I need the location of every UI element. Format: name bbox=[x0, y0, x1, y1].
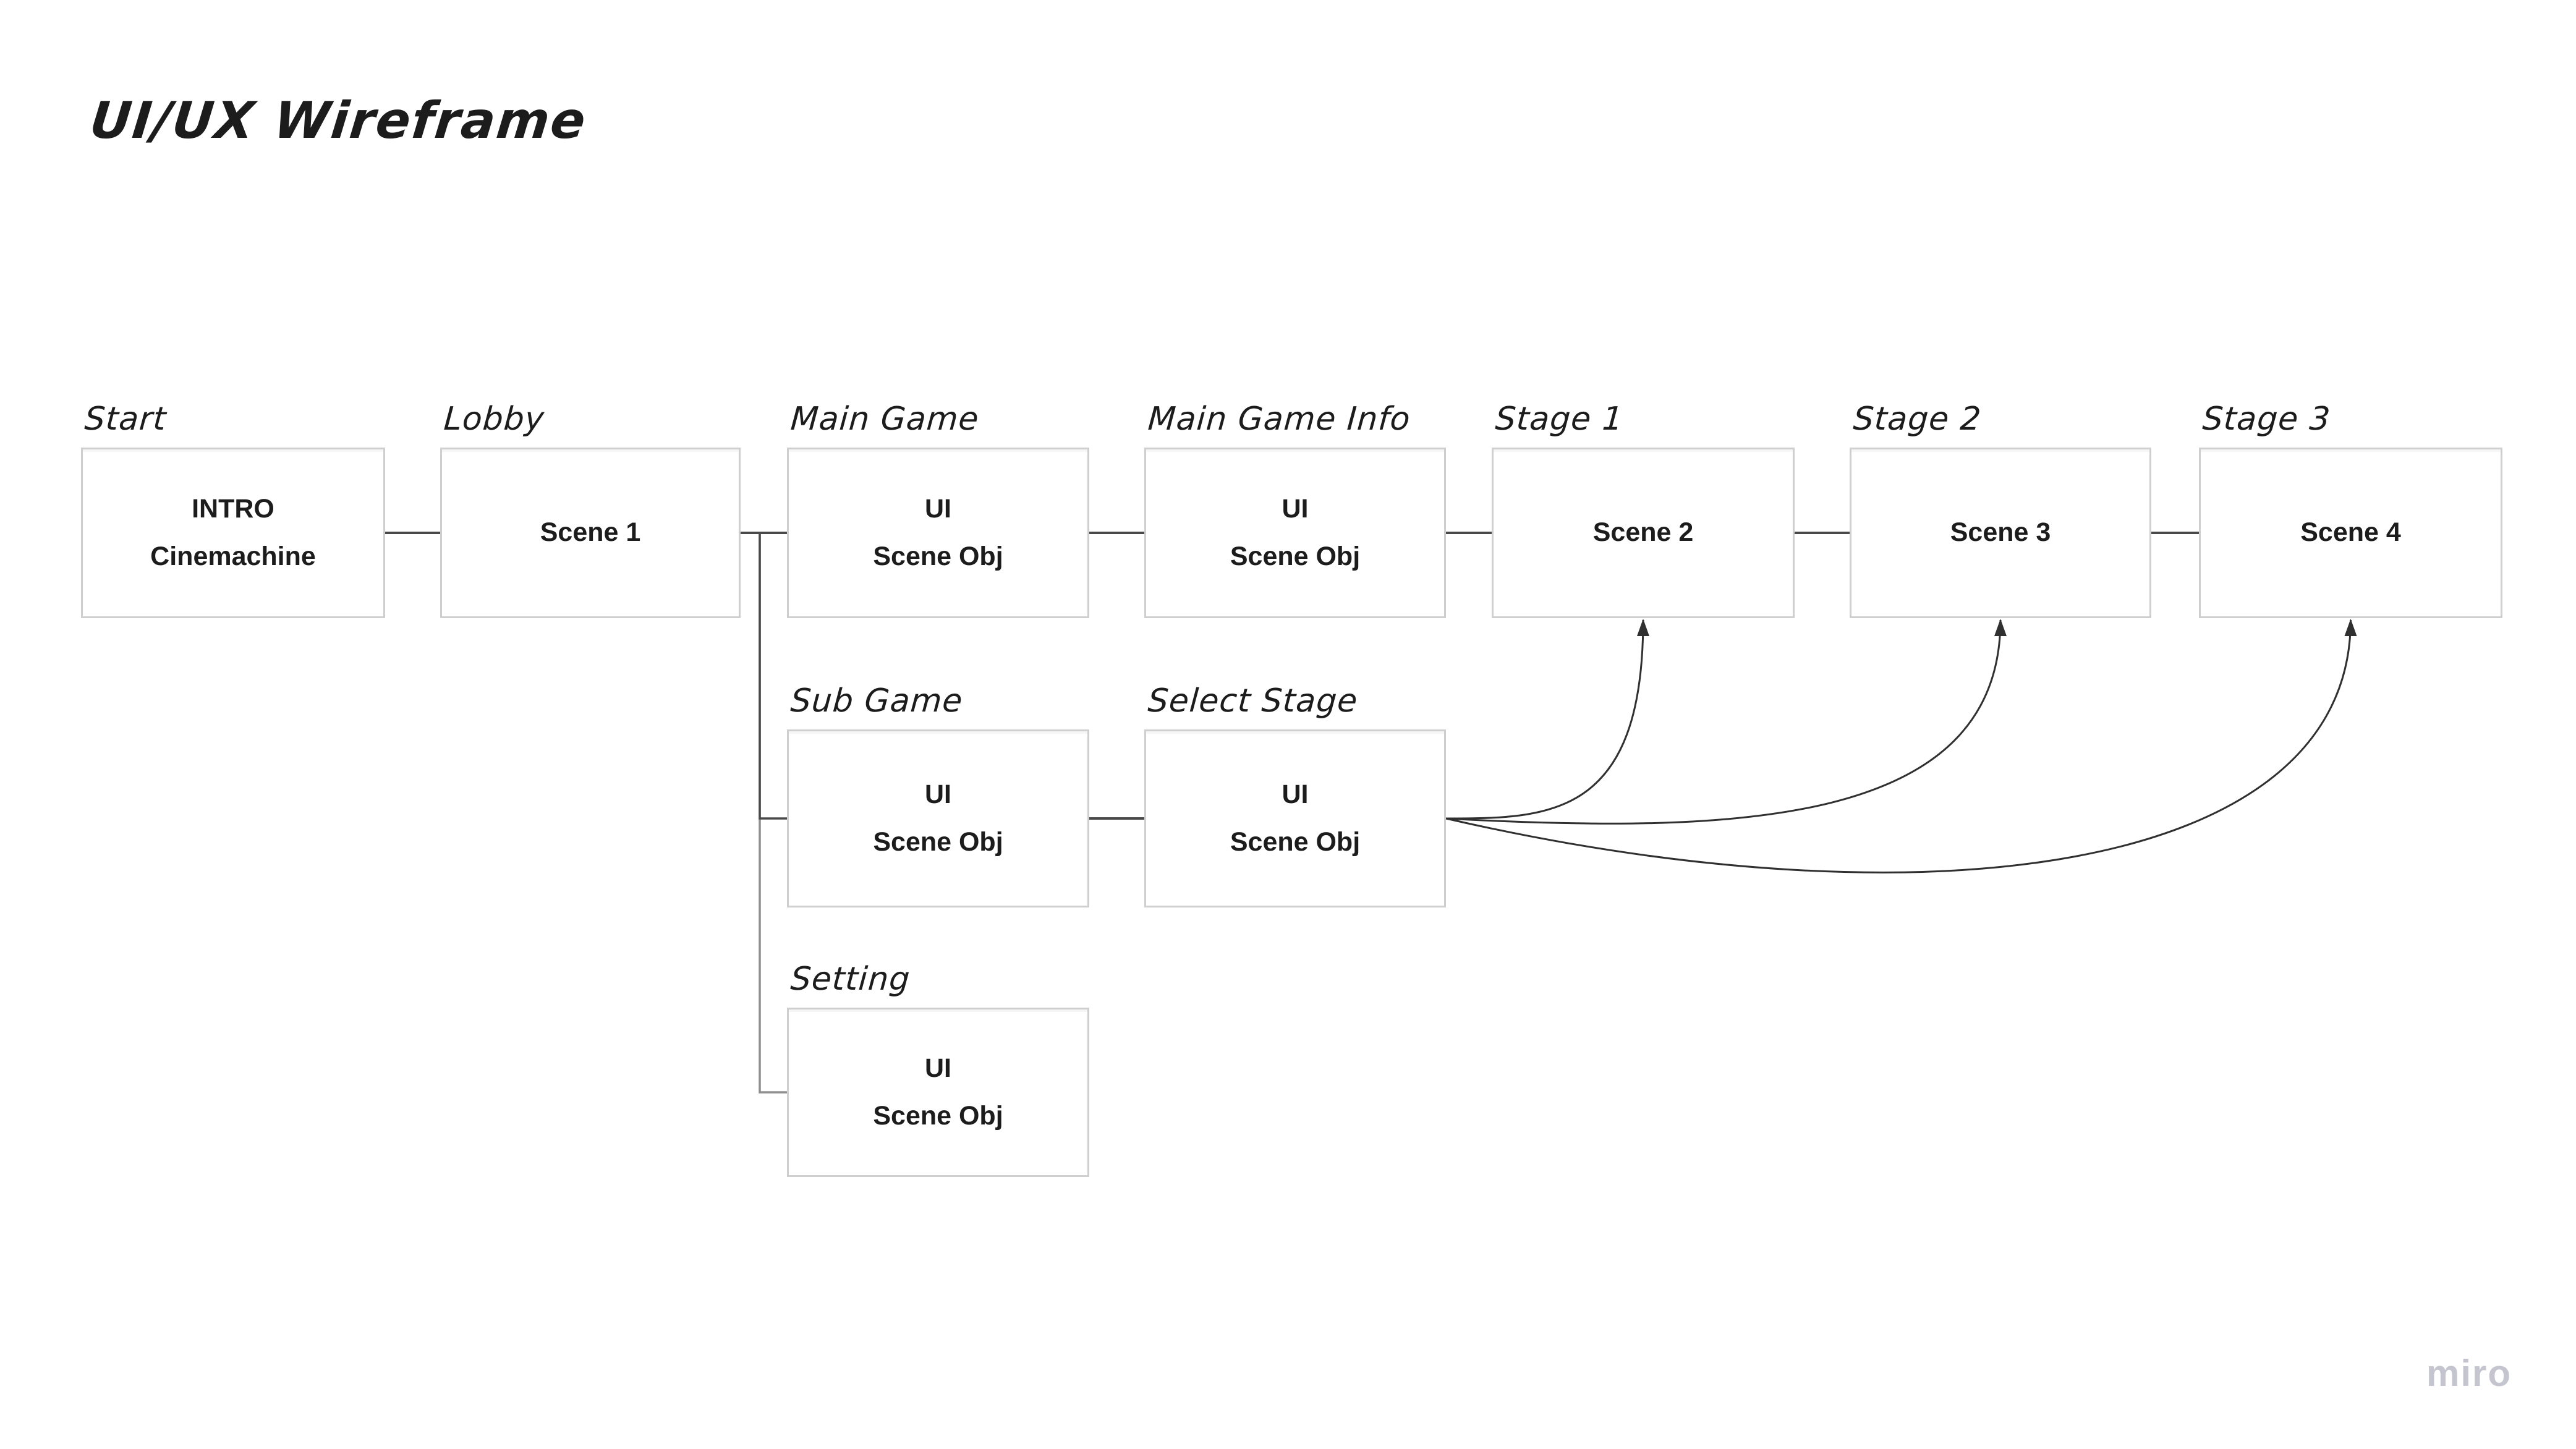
node-stage3: Stage 3 Scene 4 bbox=[2199, 401, 2502, 618]
node-text-line: Scene Obj bbox=[1230, 827, 1361, 857]
node-box-stage1[interactable]: Scene 2 bbox=[1492, 448, 1795, 618]
miro-watermark: miro bbox=[2426, 1353, 2512, 1394]
node-label-main-game[interactable]: Main Game bbox=[789, 401, 980, 438]
node-stage2: Stage 2 Scene 3 bbox=[1850, 401, 2151, 618]
page-title[interactable]: UI/UX Wireframe bbox=[87, 91, 590, 150]
arrowhead-selectstage-to-scene2 bbox=[1637, 619, 1649, 636]
node-box-main-game-info[interactable]: UI Scene Obj bbox=[1144, 448, 1446, 618]
arrowhead-selectstage-to-scene3 bbox=[1994, 619, 2007, 636]
node-text-line: Scene Obj bbox=[1230, 542, 1361, 571]
node-text-line: UI bbox=[925, 1053, 951, 1083]
connector-scene1-to-subgame[interactable] bbox=[759, 533, 788, 820]
node-box-scene1[interactable]: Scene 1 bbox=[440, 448, 741, 618]
node-box-sub-game[interactable]: UI Scene Obj bbox=[787, 729, 1089, 907]
node-label-stage1[interactable]: Stage 1 bbox=[1494, 401, 1625, 438]
node-text-line: UI bbox=[925, 779, 951, 809]
node-label-main-game-info[interactable]: Main Game Info bbox=[1147, 401, 1412, 438]
node-text-line: UI bbox=[1282, 493, 1309, 524]
node-box-stage2[interactable]: Scene 3 bbox=[1850, 448, 2151, 618]
node-text-line: Scene Obj bbox=[873, 827, 1003, 857]
arrowhead-selectstage-to-scene4 bbox=[2344, 619, 2357, 636]
node-text-line: Scene 4 bbox=[2300, 517, 2401, 548]
node-label-scene1[interactable]: Lobby bbox=[443, 401, 546, 438]
node-text-line: Scene 2 bbox=[1592, 517, 1694, 548]
node-box-setting[interactable]: UI Scene Obj bbox=[787, 1008, 1089, 1177]
node-text-line: INTRO bbox=[192, 493, 274, 524]
connector-selectstage-to-scene3[interactable] bbox=[1445, 619, 2002, 825]
node-text-line: UI bbox=[925, 493, 951, 524]
node-text-line: Scene Obj bbox=[873, 1101, 1003, 1131]
node-label-stage2[interactable]: Stage 2 bbox=[1852, 401, 1983, 438]
connector-selectstage-to-scene2[interactable] bbox=[1445, 619, 1644, 820]
node-text-line: Scene 3 bbox=[1950, 517, 2051, 548]
node-text-line: Cinemachine bbox=[150, 542, 316, 571]
node-box-select-stage[interactable]: UI Scene Obj bbox=[1144, 729, 1446, 907]
node-text-line: Scene Obj bbox=[873, 542, 1003, 571]
node-box-main-game[interactable]: UI Scene Obj bbox=[787, 448, 1089, 618]
node-box-stage3[interactable]: Scene 4 bbox=[2199, 448, 2502, 618]
node-label-setting[interactable]: Setting bbox=[789, 961, 912, 998]
node-box-intro[interactable]: INTRO Cinemachine bbox=[81, 448, 385, 618]
node-label-sub-game[interactable]: Sub Game bbox=[789, 682, 964, 720]
node-text-line: Scene 1 bbox=[540, 517, 641, 548]
connector-selectstage-to-scene4[interactable] bbox=[1445, 619, 2352, 873]
node-label-intro[interactable]: Start bbox=[83, 401, 168, 438]
node-label-stage3[interactable]: Stage 3 bbox=[2201, 401, 2332, 438]
node-text-line: UI bbox=[1282, 779, 1309, 809]
node-stage1: Stage 1 Scene 2 bbox=[1492, 401, 1795, 618]
connector-scene1-to-setting[interactable] bbox=[759, 533, 788, 1094]
node-label-select-stage[interactable]: Select Stage bbox=[1147, 682, 1359, 720]
